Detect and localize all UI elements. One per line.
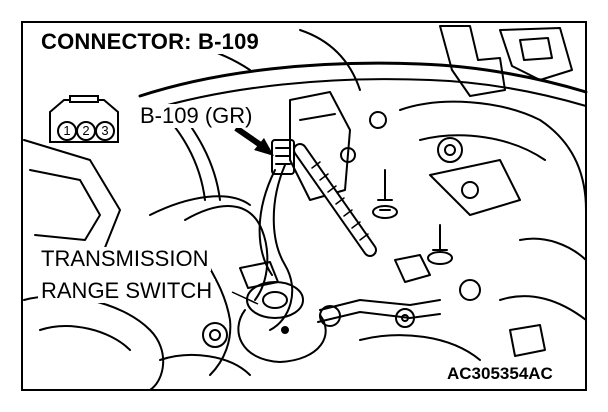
connector-pin-3: 3 <box>95 121 115 141</box>
leader-line <box>231 291 259 305</box>
engine-components <box>23 25 588 391</box>
connector-pin-2: 2 <box>76 121 96 141</box>
callout-arrow <box>234 125 274 156</box>
component-label-line2: RANGE SWITCH <box>38 279 216 303</box>
figure-code: AC305354AC <box>444 364 556 383</box>
component-label-line1: TRANSMISSION <box>38 247 212 271</box>
connector-pin-1: 1 <box>57 121 77 141</box>
connector-title: CONNECTOR: B-109 <box>38 30 262 54</box>
connector-callout-label: B-109 (GR) <box>137 104 256 128</box>
